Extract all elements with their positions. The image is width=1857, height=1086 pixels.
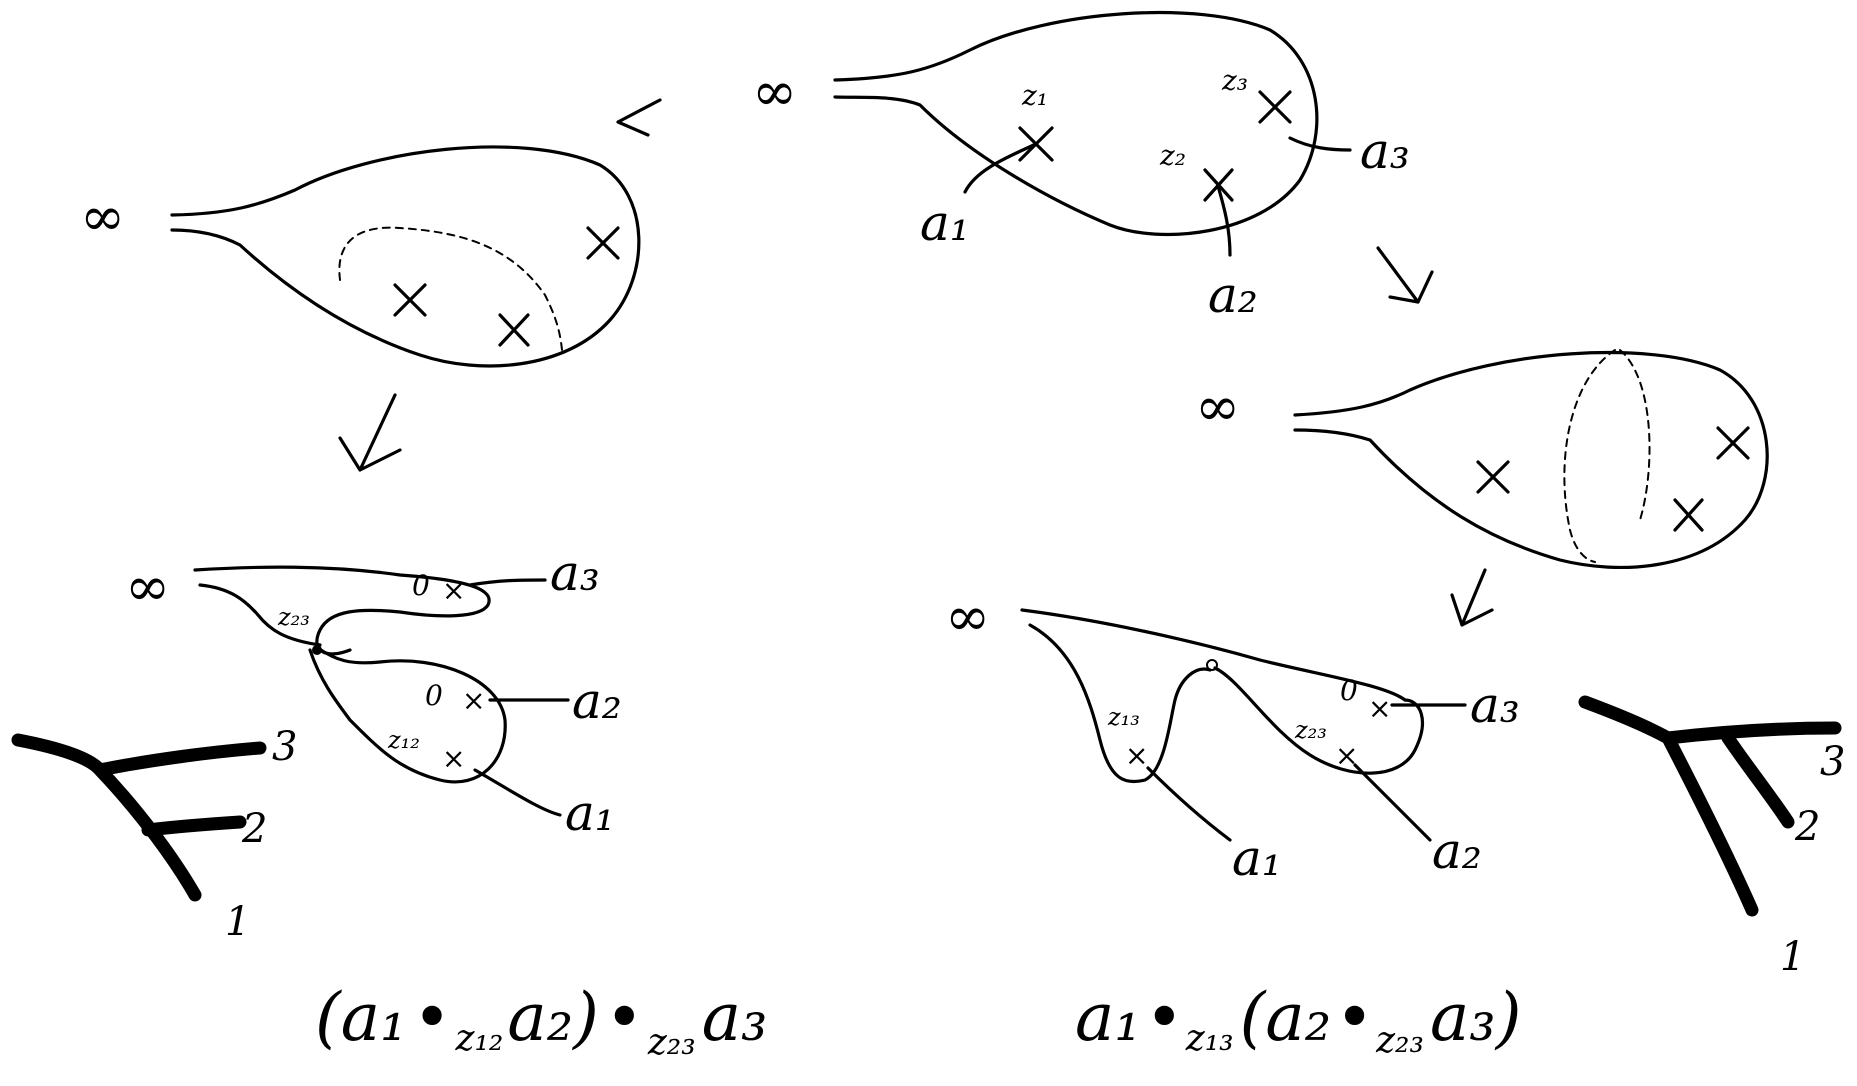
arrow-to-left	[616, 98, 662, 137]
formula-right: a₁•z₁₃(a₂•z₂₃a₃)	[1075, 979, 1522, 1061]
tail-a1	[963, 142, 1038, 194]
right-bottom-curve: ∞ z₁₃ × a₁ z₂₃ × a₂ 0 × a₃	[945, 585, 1520, 887]
right-bottom-right-lobe	[1213, 666, 1425, 775]
left-bottom-upper-component	[193, 565, 491, 656]
label-zero-lower-left: 0	[425, 679, 443, 712]
label-z23-left: z₂₃	[277, 603, 310, 631]
top-point-z3: z₃ a₃	[1221, 64, 1410, 180]
left-mid-outline	[170, 145, 641, 368]
right-mid-outline	[1293, 351, 1769, 570]
tail-a2-right	[1353, 763, 1432, 842]
tail-a3	[1288, 136, 1352, 152]
right-mid-dashed-cycle-2	[1619, 349, 1651, 521]
right-bottom-top-edge	[1020, 608, 1407, 702]
right-mid-dashed-cycle	[1563, 349, 1616, 563]
label-infinity-top: ∞	[752, 60, 797, 123]
left-tree: 3 2 1	[11, 724, 297, 945]
label-a2-right: a₂	[1432, 822, 1482, 880]
label-a3-right: a₃	[1470, 676, 1520, 734]
label-z1: z₁	[1021, 79, 1048, 112]
right-tree: 3 2 1	[1578, 695, 1845, 980]
right-tree-branches	[1578, 695, 1842, 917]
label-a3-top: a₃	[1360, 122, 1410, 180]
right-mid-cross-1	[1476, 460, 1510, 494]
label-z13-right: z₁₃	[1107, 703, 1140, 731]
left-tree-leaf-3: 3	[272, 724, 297, 770]
left-tree-leaf-1: 1	[225, 899, 250, 945]
top-curve-outline	[833, 10, 1319, 237]
label-zero-upper-left: 0	[412, 569, 430, 602]
top-point-z2: z₂ a₂	[1159, 139, 1258, 324]
label-infinity-right-mid: ∞	[1195, 375, 1240, 438]
right-mid-curve: ∞	[1195, 349, 1769, 570]
left-tree-leaf-2: 2	[241, 806, 267, 852]
right-bottom-node	[1206, 659, 1218, 671]
arrow-left-down	[338, 393, 402, 472]
label-a1-right: a₁	[1232, 829, 1282, 887]
label-cross-right-lobe-2: ×	[1368, 692, 1391, 725]
label-cross-right-lobe-1: ×	[1335, 739, 1358, 772]
label-z23-right: z₂₃	[1294, 716, 1327, 744]
arrow-right-down	[1450, 568, 1494, 627]
label-z2: z₂	[1159, 139, 1186, 172]
label-a2-top: a₂	[1208, 266, 1258, 324]
label-infinity-right-bottom: ∞	[945, 585, 990, 648]
right-tree-leaf-3: 3	[1820, 739, 1845, 785]
tail-a1-left	[473, 768, 562, 817]
right-tree-leaf-1: 1	[1780, 934, 1805, 980]
label-a1-top: a₁	[920, 194, 970, 252]
formula-left-text: (a₁•z₁₂a₂)•z₂₃a₃	[315, 979, 768, 1063]
formula-left: (a₁•z₁₂a₂)•z₂₃a₃	[315, 979, 768, 1063]
tail-a2	[1216, 184, 1232, 257]
left-bottom-upper-lower-edge	[198, 583, 322, 647]
left-bottom-lower-component	[308, 646, 507, 784]
left-mid-dashed-cycle	[338, 226, 563, 351]
label-cross-lower-left-2: ×	[442, 742, 465, 775]
label-infinity-left-bottom: ∞	[125, 555, 170, 618]
left-mid-cross-3	[586, 226, 620, 260]
left-bottom-curve: ∞ z₂₃ 0 × a₃ 0 × a₂ z₁₂ × a₁	[125, 544, 622, 842]
arrow-to-right	[1376, 246, 1434, 304]
label-cross-lower-left-1: ×	[462, 684, 485, 717]
left-mid-cross-2	[498, 313, 530, 347]
label-a2-left: a₂	[572, 672, 622, 730]
top-point-z1: z₁ a₁	[920, 79, 1054, 252]
right-tree-leaf-2: 2	[1794, 804, 1820, 850]
label-infinity-left-mid: ∞	[80, 185, 125, 248]
left-bottom-node	[312, 645, 322, 655]
top-curve: z₁ a₁ z₂ a₂ z₃ a₃ ∞	[752, 10, 1410, 324]
label-z12-left: z₁₂	[387, 726, 420, 754]
label-a3-left: a₃	[550, 544, 600, 602]
label-cross-right-lobe-left: ×	[1125, 739, 1148, 772]
formula-right-text: a₁•z₁₃(a₂•z₂₃a₃)	[1075, 979, 1522, 1061]
label-z3: z₃	[1221, 64, 1248, 97]
label-cross-upper-left: ×	[442, 574, 465, 607]
label-zero-right-lobe: 0	[1340, 674, 1358, 707]
right-mid-cross-2	[1673, 498, 1704, 532]
left-mid-curve: ∞	[80, 145, 641, 368]
left-mid-cross-1	[393, 283, 427, 317]
tail-a1-right	[1146, 766, 1232, 842]
tail-a3-left	[468, 578, 547, 587]
left-tree-branches	[11, 733, 267, 902]
right-mid-cross-3	[1716, 426, 1750, 460]
right-bottom-left-lobe	[1028, 623, 1212, 784]
label-a1-left: a₁	[565, 784, 615, 842]
